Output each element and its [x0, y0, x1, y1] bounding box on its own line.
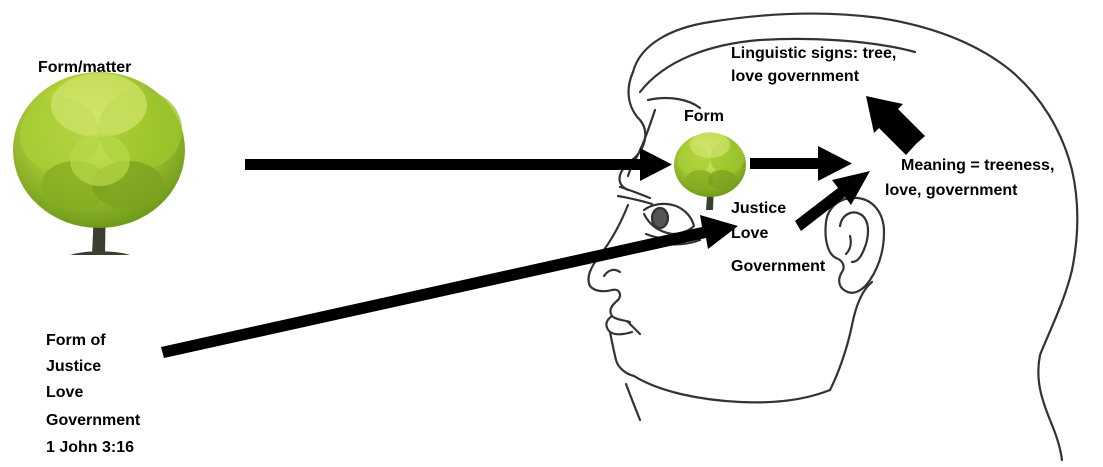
bottom-label-justice: Justice: [46, 358, 102, 375]
bottom-label-love: Love: [46, 384, 84, 401]
form-matter-label: Form/matter: [38, 59, 132, 76]
tree-icon: [674, 132, 746, 210]
bottom-label-form-of: Form of: [46, 332, 106, 349]
arrow-bottom-to-justice: [161, 215, 738, 358]
bottom-label-government: Government: [46, 412, 141, 429]
bottom-label-scripture: 1 John 3:16: [46, 439, 135, 456]
linguistic-signs-label-line1: Linguistic signs: tree,: [731, 45, 897, 62]
meaning-label-line2: love, government: [885, 182, 1018, 199]
arrow-meaning-to-signs: [866, 96, 925, 155]
head-concept-justice: Justice: [731, 200, 787, 217]
meaning-label-line1: Meaning = treeness,: [901, 157, 1055, 174]
head-concept-love: Love: [731, 225, 769, 242]
ear-icon: [824, 196, 886, 294]
arrows: [161, 96, 925, 358]
linguistic-signs-label-line2: love government: [731, 68, 860, 85]
form-label: Form: [684, 108, 724, 125]
arrow-tree-to-form: [245, 148, 672, 181]
head-concept-government: Government: [731, 258, 826, 275]
arrow-form-to-meaning: [750, 146, 852, 181]
arrow-justice-to-meaning: [795, 171, 870, 231]
tree-icon: [13, 72, 185, 255]
